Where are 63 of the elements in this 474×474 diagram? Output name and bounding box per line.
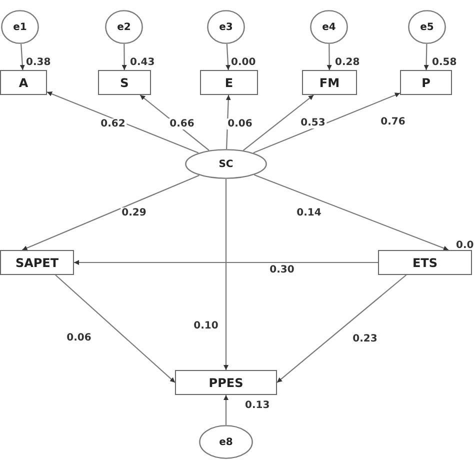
path-arrow bbox=[224, 179, 228, 370]
path-coefficient: 0.06 bbox=[226, 118, 254, 130]
path-coefficient: 0.76 bbox=[380, 116, 406, 128]
observed-variable-box bbox=[400, 70, 452, 95]
variable-name: ETS bbox=[412, 256, 438, 270]
path-arrow bbox=[226, 44, 231, 70]
latent-variable-ellipse bbox=[185, 149, 267, 179]
variable-name: e5 bbox=[420, 22, 434, 32]
latent-variable-ellipse bbox=[408, 10, 446, 44]
path-coefficient: 0.06 bbox=[66, 332, 92, 344]
path-arrow bbox=[242, 94, 314, 151]
variable-name: e3 bbox=[219, 22, 233, 32]
variable-name: E bbox=[224, 76, 234, 90]
observed-variable-box bbox=[0, 250, 74, 275]
path-arrow bbox=[254, 174, 449, 251]
path-arrow bbox=[46, 91, 199, 154]
path-arrow bbox=[55, 274, 176, 383]
observed-variable-box bbox=[302, 70, 357, 95]
observed-variable-box bbox=[175, 370, 277, 395]
path-arrow bbox=[224, 395, 228, 425]
path-arrow bbox=[424, 44, 429, 70]
observed-variable-box bbox=[0, 70, 47, 95]
variable-name: P bbox=[422, 76, 430, 90]
r-squared-value: 0.28 bbox=[335, 57, 360, 68]
path-arrow bbox=[20, 44, 25, 70]
observed-variable-box bbox=[200, 70, 258, 95]
variable-name: e1 bbox=[13, 22, 27, 32]
r-squared-value: 0.43 bbox=[130, 57, 155, 68]
r-squared-value: 0.38 bbox=[26, 57, 51, 68]
path-coefficient: 0.66 bbox=[168, 118, 196, 130]
observed-variable-box bbox=[98, 70, 151, 95]
path-arrow bbox=[22, 174, 200, 250]
path-arrow bbox=[122, 44, 127, 70]
r-squared-value: 0.00 bbox=[231, 57, 256, 68]
path-coefficient: 0.30 bbox=[268, 264, 296, 276]
latent-variable-ellipse bbox=[310, 10, 348, 44]
variable-name: FM bbox=[319, 76, 340, 90]
latent-variable-ellipse bbox=[1, 10, 39, 44]
latent-variable-ellipse bbox=[199, 425, 253, 459]
variable-name: SAPET bbox=[15, 256, 59, 270]
variable-name: SC bbox=[218, 158, 234, 170]
path-arrow bbox=[74, 260, 378, 265]
r-squared-value: 0.0 bbox=[456, 240, 474, 251]
path-coefficient: 0.23 bbox=[352, 334, 378, 344]
path-coefficient: 0.62 bbox=[100, 118, 126, 130]
path-arrow bbox=[276, 274, 407, 383]
path-coefficient: 0.14 bbox=[296, 208, 322, 218]
variable-name: S bbox=[120, 76, 129, 90]
variable-name: A bbox=[18, 76, 28, 90]
variable-name: PPES bbox=[208, 376, 244, 390]
observed-variable-box bbox=[378, 250, 472, 275]
variable-name: e2 bbox=[117, 22, 131, 32]
path-arrow bbox=[326, 44, 332, 70]
path-coefficient: 0.53 bbox=[300, 118, 326, 128]
variable-name: e8 bbox=[219, 436, 233, 448]
latent-variable-ellipse bbox=[105, 10, 143, 44]
path-coefficient: 0.29 bbox=[120, 208, 148, 218]
r-squared-value: 0.13 bbox=[245, 400, 270, 411]
variable-name: e4 bbox=[322, 22, 336, 32]
latent-variable-ellipse bbox=[207, 10, 245, 44]
path-coefficient: 0.10 bbox=[192, 320, 220, 332]
path-arrow bbox=[253, 92, 400, 154]
r-squared-value: 0.58 bbox=[432, 57, 457, 68]
